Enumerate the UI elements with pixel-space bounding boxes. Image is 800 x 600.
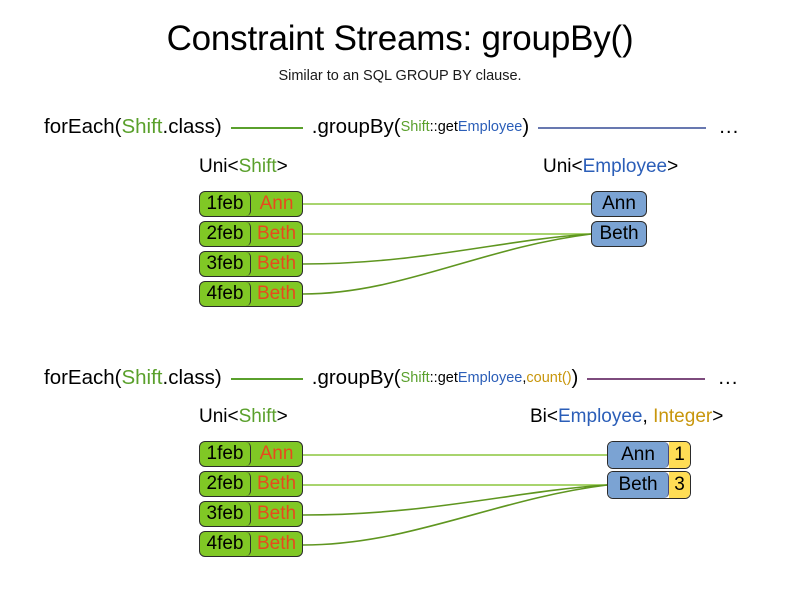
group-by-close: ): [522, 115, 530, 138]
right-type-name-2: Integer: [653, 406, 713, 427]
group-by-open: .groupBy(: [311, 366, 401, 389]
shift-date: 3feb: [200, 502, 251, 526]
left-type-label-section-2: Uni<Shift>: [199, 405, 288, 429]
shift-date: 1feb: [200, 442, 251, 466]
shift-employee: Beth: [256, 503, 297, 524]
employee-count: 3: [669, 472, 690, 498]
shift-employee: Ann: [259, 193, 294, 214]
shift-date: 1feb: [200, 192, 251, 216]
employee-box[interactable]: Beth: [591, 221, 647, 247]
shift-employee: Ann: [259, 443, 294, 464]
for-each-open: forEach(: [44, 366, 122, 389]
shift-date: 4feb: [200, 532, 251, 556]
for-each-close: .class): [162, 366, 222, 389]
right-type-name: Employee: [558, 406, 643, 427]
link-4feb-to-beth: [302, 233, 592, 295]
employee-count-box[interactable]: Ann 1: [607, 441, 691, 469]
shift-employee: Beth: [256, 253, 297, 274]
mapper-member: Employee: [457, 119, 523, 135]
group-by-open: .groupBy(: [311, 115, 401, 138]
page-subtitle: Similar to an SQL GROUP BY clause.: [278, 68, 522, 84]
shift-date: 3feb: [200, 252, 251, 276]
mapper-owner: Shift: [400, 370, 430, 386]
for-each-close: .class): [162, 115, 222, 138]
collector-count: count(): [526, 370, 572, 386]
shift-box[interactable]: 2feb Beth: [199, 221, 303, 247]
shift-employee: Beth: [256, 223, 297, 244]
employee-name: Ann: [608, 442, 669, 468]
right-type-name: Employee: [582, 156, 668, 177]
for-each-type: Shift: [121, 366, 163, 389]
trailing-ellipsis: ...: [719, 115, 740, 138]
left-type-label-section-1: Uni<Shift>: [199, 155, 288, 179]
link-4feb-to-beth: [302, 484, 608, 546]
code-line-groupby-simple: forEach(Shift.class) .groupBy(Shift::get…: [44, 113, 764, 141]
shift-employee: Beth: [256, 473, 297, 494]
mapper-member: Employee: [457, 370, 523, 386]
employee-name: Beth: [608, 472, 669, 498]
right-type-separator: ,: [642, 406, 654, 427]
employee-count-box[interactable]: Beth 3: [607, 471, 691, 499]
employee-count: 1: [669, 442, 690, 468]
right-type-close: >: [667, 156, 679, 177]
right-type-close: >: [712, 406, 724, 427]
trailing-ellipsis: ...: [718, 366, 739, 389]
shift-employee: Beth: [256, 533, 297, 554]
mapper-separator: ::get: [429, 119, 458, 135]
collector-separator: ,: [522, 370, 527, 386]
shift-date: 4feb: [200, 282, 251, 306]
page-title: Constraint Streams: groupBy(): [166, 19, 634, 58]
right-type-label-section-1: Uni<Employee>: [543, 155, 678, 179]
left-type-name: Shift: [238, 406, 277, 427]
employee-box[interactable]: Ann: [591, 191, 647, 217]
mapper-separator: ::get: [429, 370, 458, 386]
mapping-link-group-section-1: [302, 203, 592, 295]
shift-box[interactable]: 1feb Ann: [199, 441, 303, 467]
left-type-close: >: [276, 156, 288, 177]
group-by-close: ): [571, 366, 579, 389]
connector-rule-purple: [587, 378, 706, 380]
connector-rule-blue: [538, 127, 707, 129]
shift-box[interactable]: 1feb Ann: [199, 191, 303, 217]
right-type-open: Uni<: [543, 156, 583, 177]
shift-date: 2feb: [200, 472, 251, 496]
for-each-type: Shift: [121, 115, 163, 138]
shift-date: 2feb: [200, 222, 251, 246]
shift-employee: Beth: [256, 283, 297, 304]
right-type-open: Bi<: [530, 406, 558, 427]
shift-box[interactable]: 4feb Beth: [199, 281, 303, 307]
for-each-open: forEach(: [44, 115, 122, 138]
shift-box[interactable]: 2feb Beth: [199, 471, 303, 497]
shift-box[interactable]: 3feb Beth: [199, 501, 303, 527]
left-type-open: Uni<: [199, 156, 239, 177]
mapper-owner: Shift: [400, 119, 430, 135]
left-type-open: Uni<: [199, 406, 239, 427]
code-line-groupby-count: forEach(Shift.class) .groupBy(Shift::get…: [44, 364, 764, 392]
shift-box[interactable]: 4feb Beth: [199, 531, 303, 557]
mapping-link-group-section-2: [302, 454, 608, 546]
shift-box[interactable]: 3feb Beth: [199, 251, 303, 277]
link-3feb-to-beth: [302, 484, 608, 516]
connector-rule-green: [230, 127, 303, 129]
left-type-close: >: [276, 406, 288, 427]
right-type-label-section-2: Bi<Employee, Integer>: [530, 405, 723, 429]
left-type-name: Shift: [238, 156, 277, 177]
link-3feb-to-beth: [302, 233, 592, 265]
connector-rule-green: [230, 378, 303, 380]
